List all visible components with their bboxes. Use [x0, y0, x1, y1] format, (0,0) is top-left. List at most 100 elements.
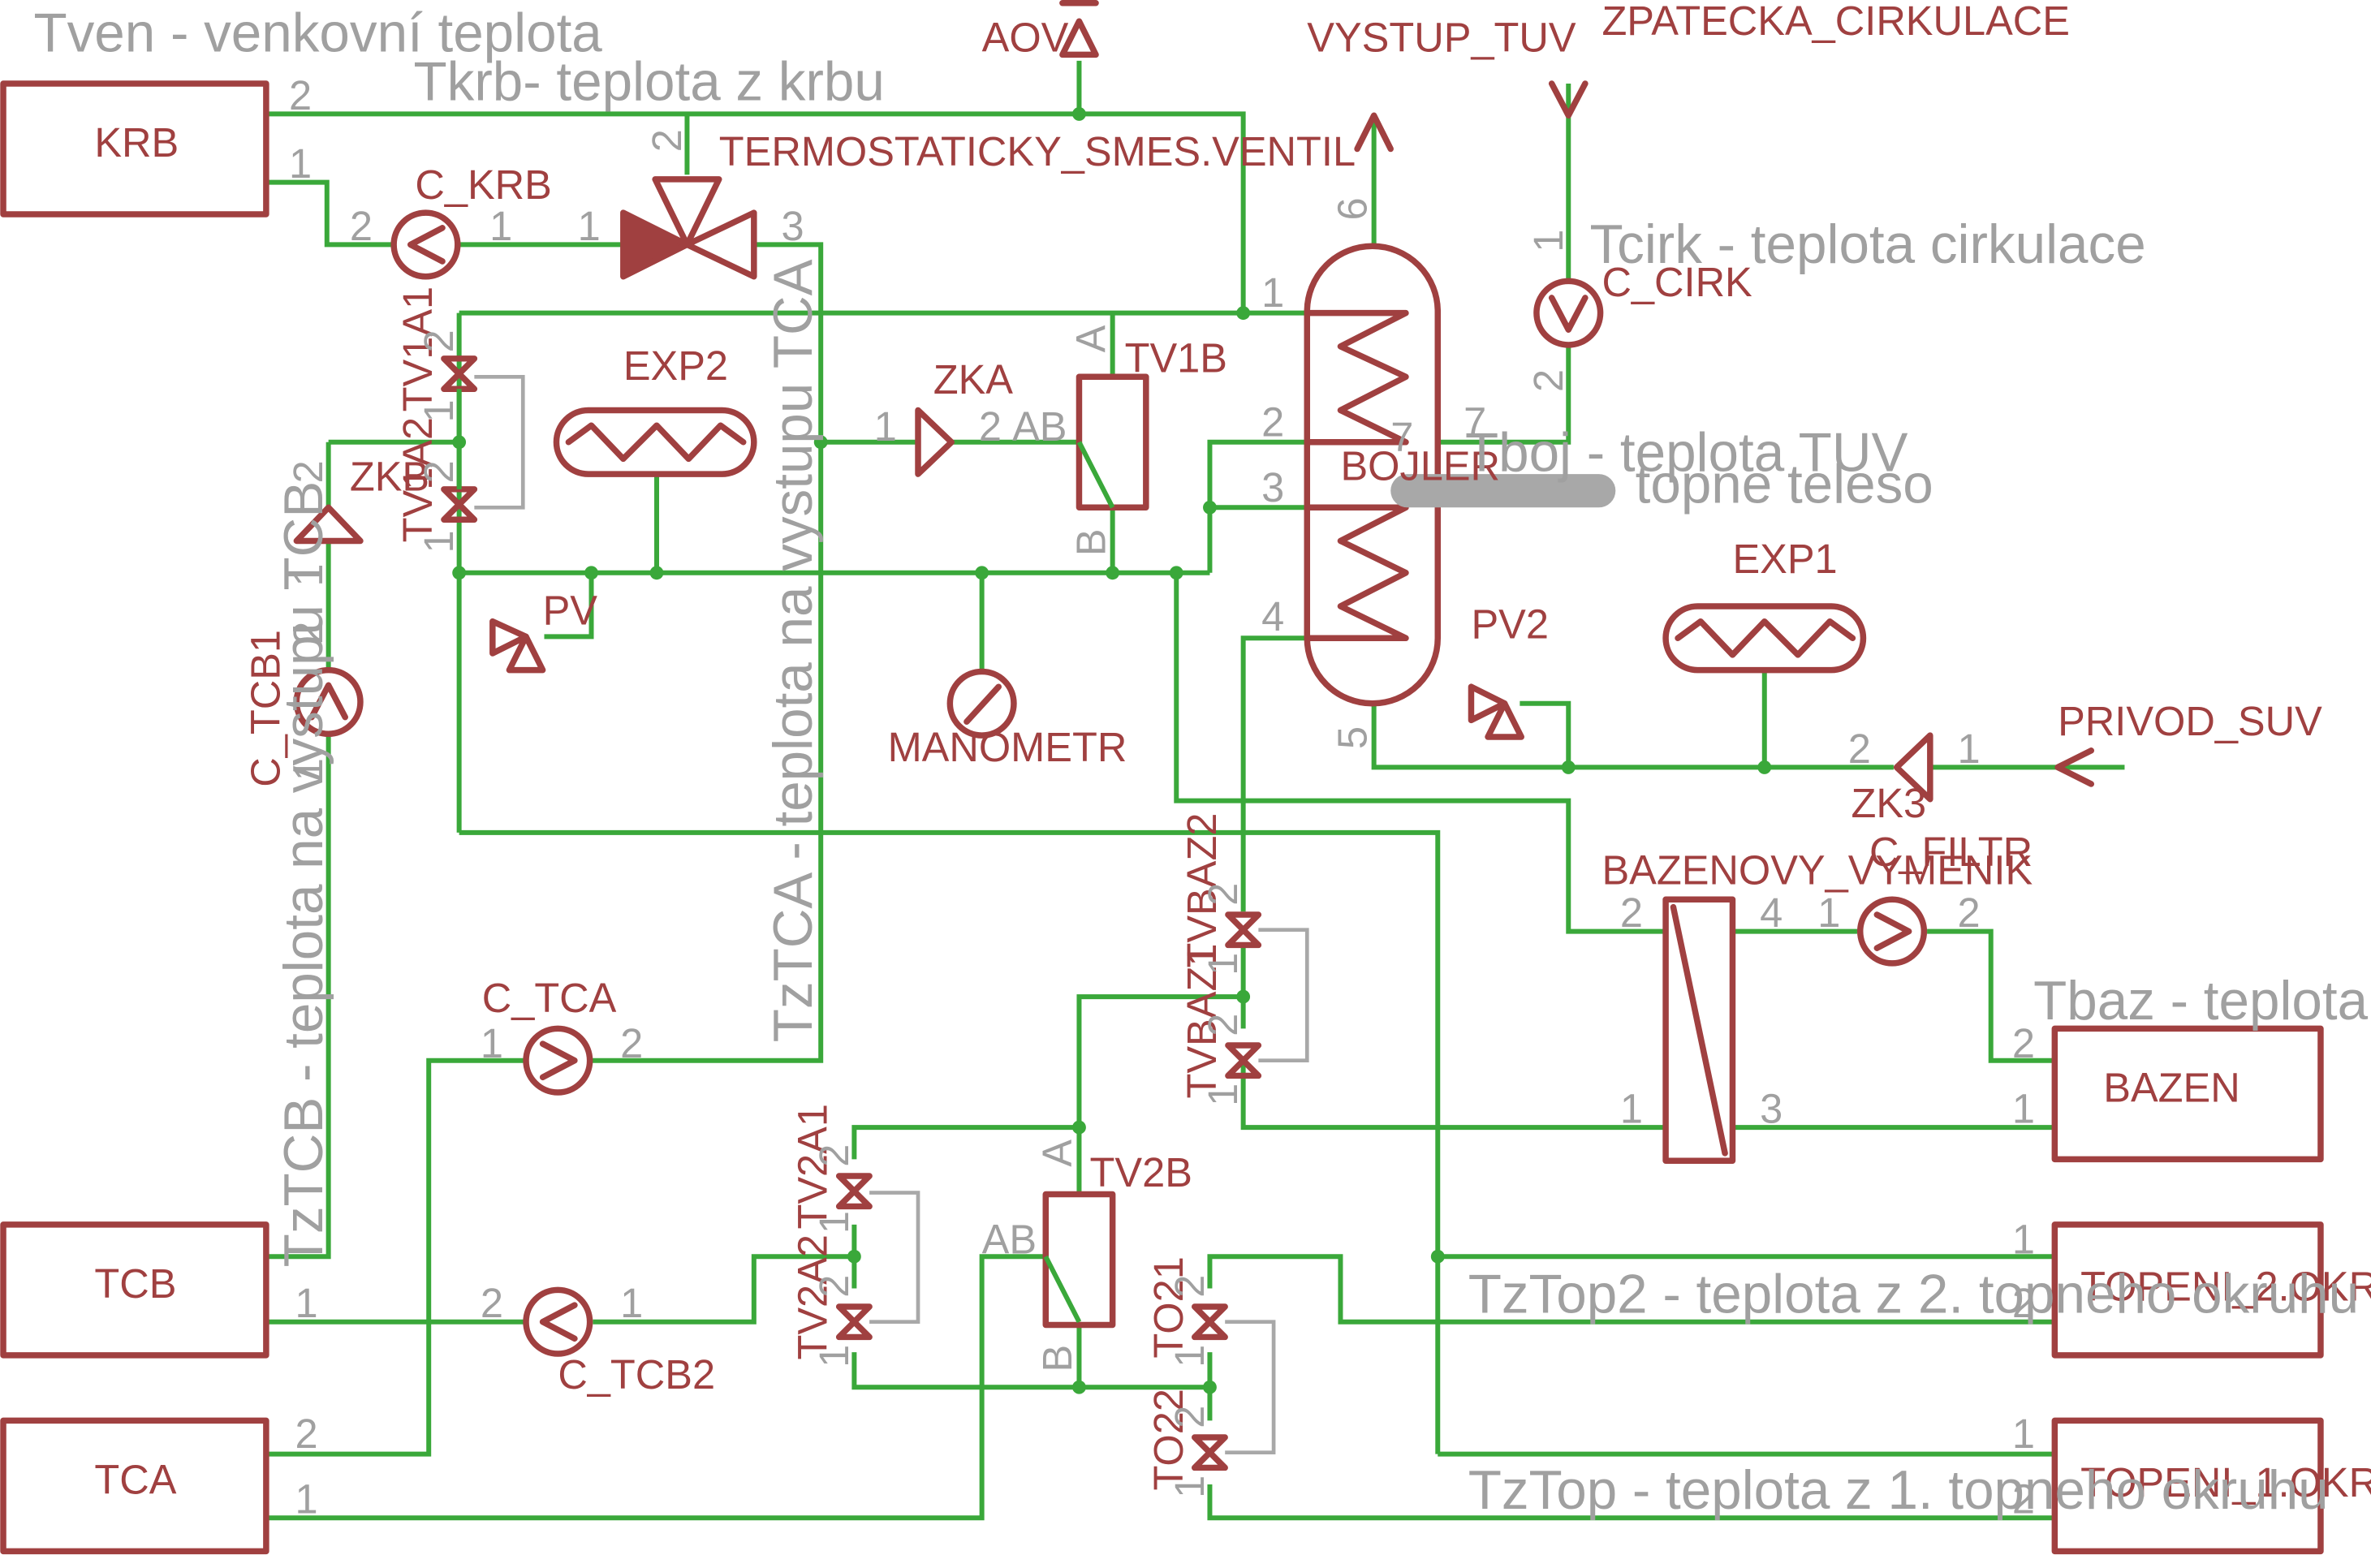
actuator-links [474, 374, 1309, 1455]
privod-suv-arrow [2054, 747, 2095, 787]
junction [649, 566, 664, 580]
junction [975, 566, 989, 580]
label-tca: TCA [94, 1456, 176, 1502]
wire-tv1-to-topeni2 [459, 829, 2055, 1260]
note-topne-teleso: topne teleso [1636, 454, 1933, 515]
label-c-filtr: C_FILTR [1869, 829, 2033, 875]
pin-zk3-1: 1 [1958, 726, 1981, 772]
label-topeni2: TOPENI_2.OKRUH [2080, 1264, 2371, 1310]
pin-bojler-1: 1 [1261, 269, 1284, 316]
wire-filtr-bazen [1927, 928, 2055, 1063]
wire-krb-return [265, 179, 393, 248]
valve-tv2b-symbol [1042, 1191, 1116, 1329]
valve-tv2a2 [835, 1303, 873, 1341]
wire-pv2 [1520, 700, 1571, 768]
pin-bazvym-4: 4 [1760, 890, 1783, 936]
valve-to22 [1191, 1434, 1228, 1471]
junction [1757, 760, 1772, 774]
sensor-annotations: Tven - venkovní teplota Tkrb- teplota z … [33, 3, 2371, 1521]
label-c-tcb1: C_TCB1 [243, 630, 289, 787]
label-zk3: ZK3 [1851, 780, 1926, 826]
wire-krb-out [265, 111, 1308, 316]
pin-bazvym-1: 1 [1620, 1085, 1643, 1131]
label-exp2: EXP2 [623, 342, 728, 389]
pin-tvbaz2-1: 1 [1200, 953, 1246, 976]
wire-tv2a-bottom [851, 1352, 1210, 1390]
pump-c-krb [390, 209, 461, 280]
pin-bojler-5: 5 [1329, 726, 1375, 749]
pin-tcb-1: 1 [295, 1280, 317, 1326]
wire-cirk [1438, 346, 1571, 445]
pin-bojler-7: 7 [1464, 398, 1486, 445]
tcb-box [0, 1221, 269, 1359]
wire-bojler-pin4 [1240, 635, 1308, 912]
pump-c-cirk [1533, 278, 1604, 348]
pin-ckrb-2: 2 [350, 203, 373, 249]
valve-tvbaz2 [1225, 911, 1262, 949]
pin-ctca-2: 2 [620, 1020, 643, 1066]
pin-tsv-2: 2 [644, 129, 690, 152]
pump-c-tca [523, 1025, 593, 1096]
pin-to21-2: 2 [1166, 1275, 1213, 1298]
label-zka: ZKA [933, 356, 1014, 403]
junction [584, 566, 598, 580]
valve-to21 [1191, 1303, 1228, 1341]
relief-valve-pv [489, 618, 546, 674]
note-tztop2: TzTop2 - teplota z 2. topneho okruhu [1468, 1264, 2359, 1325]
pin-tv2b-ab: AB [982, 1216, 1037, 1262]
pin-tv1a2-2: 2 [416, 460, 462, 483]
valve-tv1b-symbol [1076, 373, 1149, 511]
valve-tvbaz1 [1225, 1042, 1262, 1079]
label-tv1a1: TV1A1 [394, 286, 441, 411]
pin-to21-1: 1 [1166, 1345, 1213, 1368]
wire-ctcb2-tv2a [593, 1254, 855, 1325]
wire-tv2a-top [851, 1125, 1080, 1160]
junction [1169, 566, 1183, 580]
pin-tvbaz2-2: 2 [1200, 883, 1246, 906]
pin-tv2a2-1: 1 [811, 1345, 857, 1368]
expansion-tank-exp2 [553, 407, 757, 477]
junction [847, 1249, 861, 1264]
pin-ckrb-1: 1 [489, 203, 512, 249]
relief-valve-pv2 [1468, 683, 1524, 740]
label-tv2a2: TV2A2 [790, 1234, 836, 1359]
note-tztca: TzTCA - teplota na vystupu TCA [763, 259, 824, 1042]
pin-tv1a1-2: 2 [416, 330, 462, 352]
wire-ctcb1-tcb [265, 735, 331, 1260]
link-tv2a [869, 1191, 920, 1325]
label-c-tcb2: C_TCB2 [558, 1351, 715, 1398]
valve-tv1a2 [441, 486, 478, 523]
label-tv1a2: TV1A2 [394, 417, 441, 542]
note-tkrb: Tkrb- teplota z krbu [413, 52, 884, 113]
check-valve-zk3 [1893, 732, 1933, 803]
check-valve-zkb [293, 504, 364, 545]
note-tven: Tven - venkovní teplota [33, 3, 602, 64]
pin-to22-2: 2 [1166, 1406, 1213, 1428]
pin-topeni2-2: 2 [2012, 1280, 2035, 1326]
bojler-symbol [1304, 243, 1442, 707]
expansion-tank-exp1 [1662, 603, 1867, 674]
label-bazen: BAZEN [2103, 1064, 2240, 1110]
label-termostaticky: TERMOSTATICKY_SMES.VENTIL [719, 128, 1356, 174]
pin-zka-2: 2 [979, 403, 1002, 450]
pin-zk3-2: 2 [1848, 726, 1871, 772]
pin-labels: 2 1 2 1 1 3 2 1 2 3 4 7 7 6 5 1 2 1 2 AB… [285, 72, 2035, 1523]
pin-bazvym-3: 3 [1760, 1085, 1783, 1131]
label-privod-suv: PRIVOD_SUV [2058, 698, 2322, 744]
pin-zka-1: 1 [874, 403, 897, 450]
wire-tvbaz-bazvym [1240, 1063, 1666, 1131]
check-valve-zka [915, 407, 955, 477]
pin-zkb-1: 1 [285, 564, 331, 587]
valve-tv1a1 [441, 355, 478, 392]
pin-topeni2-1: 1 [2012, 1216, 2035, 1262]
pin-bazen-1: 1 [2012, 1085, 2035, 1131]
pin-ctcb1-2: 2 [285, 622, 331, 644]
junction [1106, 566, 1120, 580]
pin-ctcb1-1: 1 [285, 758, 331, 781]
junction [1203, 1380, 1217, 1394]
wire-bojler-pin5 [1371, 701, 1894, 770]
pin-tv2b-a: A [1034, 1139, 1080, 1167]
aov-symbol [1059, 0, 1099, 58]
wire-to21-top [1207, 1254, 2055, 1325]
